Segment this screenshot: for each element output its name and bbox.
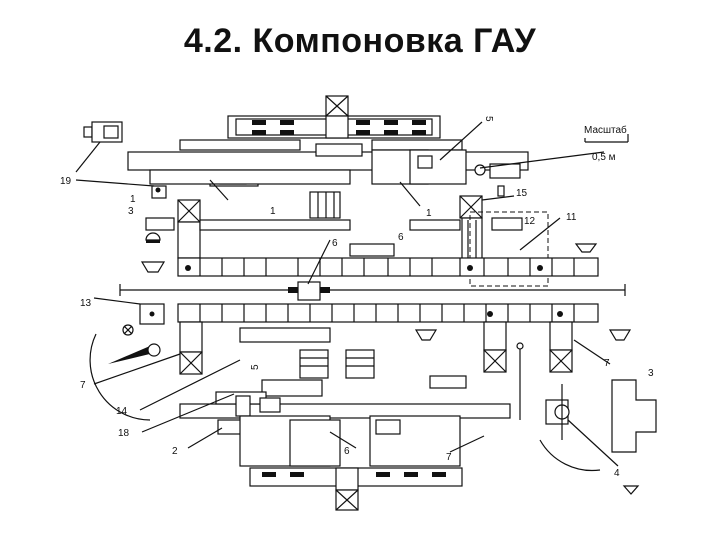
callout-19: 19 [60,176,72,187]
upper-rail [127,139,529,187]
callout-3-left: 3 [128,206,134,217]
callout-5-top: 5 [483,116,494,122]
callout-2: 2 [172,446,178,457]
swing-arc [89,333,151,421]
stacker-left [145,185,351,259]
stacker-middle [309,191,395,257]
stacker-lower-left [108,321,467,397]
callout-18: 18 [118,428,130,439]
scale-value: 0,5 м [592,152,616,163]
callout-6-lower: 6 [344,446,350,457]
callout-6-small: 6 [398,232,404,243]
callout-4: 4 [614,468,620,479]
callout-3-right: 3 [648,368,654,379]
upper-left-device [83,121,123,143]
rack-row-2 [122,303,632,341]
transfer-line [119,281,626,301]
top-conveyor [227,95,441,139]
callout-12: 12 [524,216,536,227]
scale-bar: Масштаб 0,5 м [584,124,629,163]
callout-1-left: 1 [130,194,136,205]
rack-row-1 [140,232,599,277]
callout-labels: 5 19 1 3 1 1 15 12 11 6 6 13 5 7 3 7 14 … [60,116,654,479]
callout-13: 13 [80,298,92,309]
loading-station [539,379,657,495]
callout-11: 11 [566,212,577,223]
lower-conveyor [179,391,511,511]
callout-5-lower: 5 [250,364,261,370]
callout-15: 15 [516,188,528,199]
scale-label: Масштаб [584,124,627,136]
stacker-lower-right [483,321,573,420]
stacker-right [409,185,549,287]
leader-lines [75,121,619,467]
callout-7-left: 7 [80,380,86,391]
callout-1-mid: 1 [270,206,276,217]
callout-1-right: 1 [426,208,432,219]
callout-7-lower: 7 [446,452,452,463]
callout-7-right: 7 [604,358,610,369]
page-title: 4.2. Компоновка ГАУ [183,22,537,60]
callout-6-mid: 6 [332,238,338,249]
callout-14: 14 [116,406,128,417]
